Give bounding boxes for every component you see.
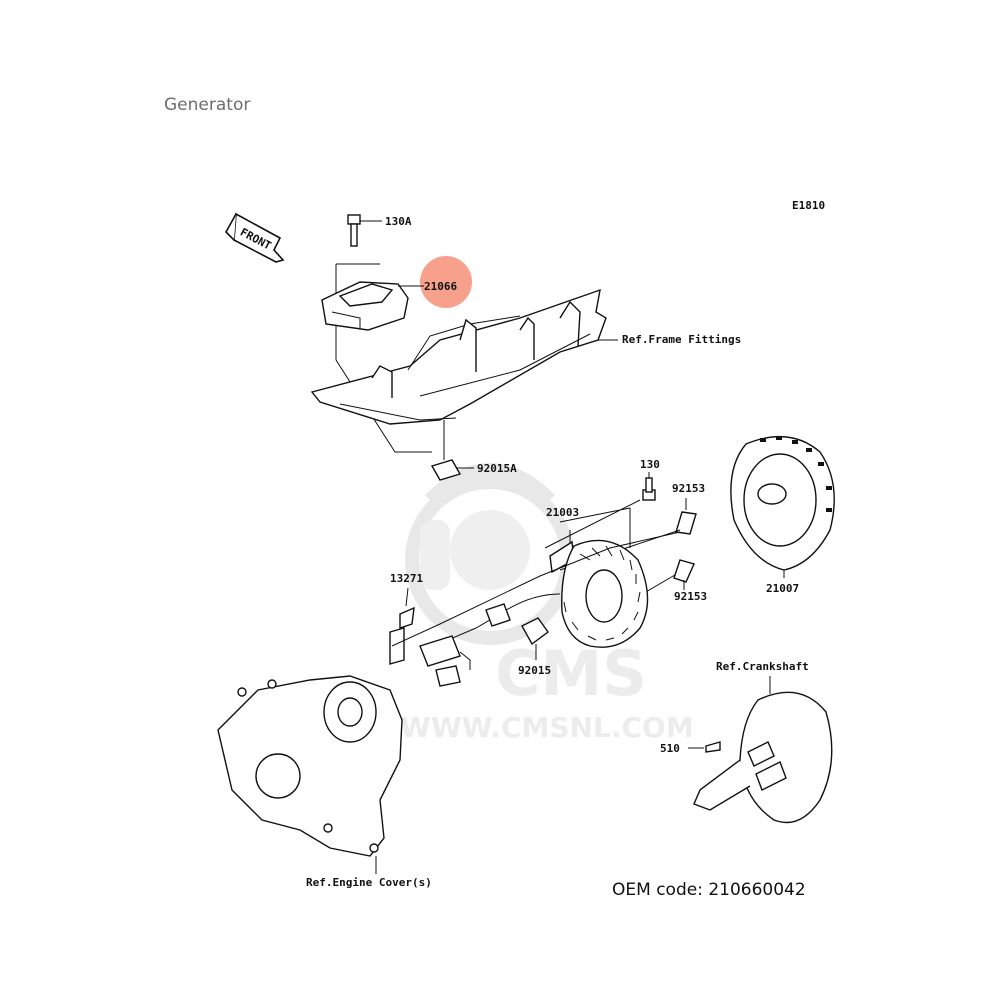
wiring-harness bbox=[419, 593, 561, 687]
page-title: Generator bbox=[164, 95, 251, 115]
diagram-code: E1810 bbox=[792, 199, 825, 212]
cover-21066 bbox=[321, 281, 409, 331]
key-510 bbox=[705, 741, 721, 753]
callout-grommet-92015: 92015 bbox=[518, 664, 551, 677]
crankshaft bbox=[693, 691, 833, 824]
callout-bolt-130: 130 bbox=[640, 458, 660, 471]
callout-rotor-21007: 21007 bbox=[766, 582, 799, 595]
front-arrow-icon: FRONT bbox=[225, 212, 285, 263]
stator-21003 bbox=[549, 539, 649, 648]
callout-bolt-92153-lower: 92153 bbox=[674, 590, 707, 603]
bolt-92153-upper bbox=[675, 498, 697, 535]
watermark-url: WWW.CMSNL.COM bbox=[400, 711, 694, 744]
callout-engine-cover-ref: Ref.Engine Cover(s) bbox=[306, 876, 432, 889]
grommet-92015 bbox=[521, 617, 549, 660]
grommet-92015a bbox=[430, 420, 462, 481]
bolt-130a bbox=[347, 214, 361, 247]
highlight-marker bbox=[420, 256, 472, 308]
callout-key-510: 510 bbox=[660, 742, 680, 755]
callout-frame-ref: Ref.Frame Fittings bbox=[622, 333, 741, 346]
bolt-92153-lower bbox=[673, 559, 695, 590]
callout-crankshaft-ref: Ref.Crankshaft bbox=[716, 660, 809, 673]
callout-cover-21066: 21066 bbox=[424, 280, 457, 293]
rotor-21007 bbox=[730, 435, 835, 571]
clamp-13271 bbox=[389, 587, 415, 665]
frame-fittings bbox=[310, 288, 607, 425]
callout-stator-21003: 21003 bbox=[546, 506, 579, 519]
watermark-brand: CMS bbox=[495, 637, 647, 710]
callout-bolt-130a: 130A bbox=[385, 215, 412, 228]
callout-grommet-92015a: 92015A bbox=[477, 462, 517, 475]
oem-code: OEM code: 210660042 bbox=[612, 880, 806, 900]
bolt-130 bbox=[642, 477, 656, 501]
callout-clamp-13271: 13271 bbox=[390, 572, 423, 585]
engine-cover bbox=[217, 675, 403, 857]
callout-bolt-92153-upper: 92153 bbox=[672, 482, 705, 495]
